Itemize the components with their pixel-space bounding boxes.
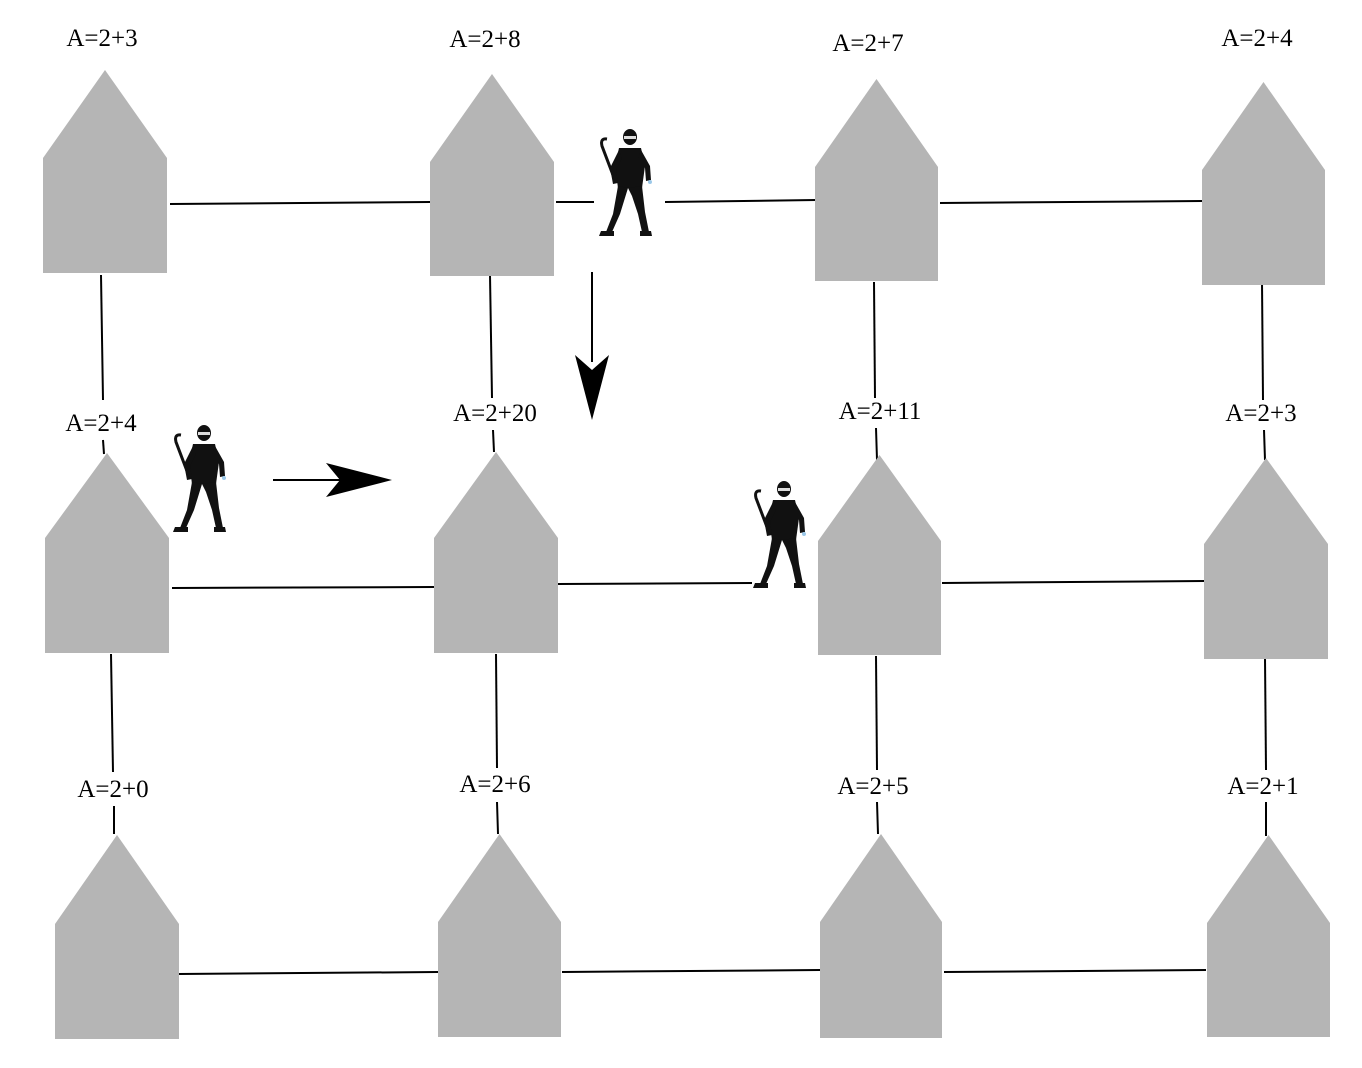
house-roof (820, 834, 942, 922)
house-body (438, 922, 561, 1037)
house-roof (1202, 82, 1325, 170)
edge (561, 969, 821, 973)
house-roof (430, 74, 554, 162)
edge (943, 969, 1207, 973)
label-r0c2: A=2+7 (832, 30, 903, 57)
house-roof (815, 79, 938, 167)
label-r0c0: A=2+3 (66, 25, 137, 52)
edge (171, 586, 435, 589)
house-icon (55, 835, 179, 1039)
burglar-icon (597, 127, 654, 238)
house-icon (434, 452, 558, 653)
house-roof (45, 453, 169, 538)
label-r2c3: A=2+1 (1227, 773, 1298, 800)
house-icon (818, 455, 941, 655)
house-icon (1207, 835, 1330, 1037)
house-body (43, 158, 167, 273)
house-roof (818, 455, 941, 541)
house-icon (815, 79, 938, 281)
edge (489, 274, 493, 399)
edge (496, 801, 499, 835)
house-body (45, 538, 169, 653)
burglar-icon (171, 423, 228, 534)
house-body (55, 924, 179, 1039)
house-body (1202, 170, 1325, 285)
edge (495, 653, 498, 769)
house-body (818, 541, 941, 655)
house-roof (55, 835, 179, 924)
edge (1263, 429, 1266, 461)
label-r1c0: A=2+4 (65, 410, 137, 437)
house-body (434, 538, 558, 653)
house-body (815, 167, 938, 281)
house-body (820, 922, 942, 1038)
edge (1261, 281, 1264, 401)
label-r2c2: A=2+5 (837, 773, 908, 800)
house-body (430, 162, 554, 276)
edge (492, 429, 495, 453)
burglar-icon (751, 479, 808, 590)
label-r2c0: A=2+0 (77, 776, 148, 803)
houses (43, 70, 1330, 1039)
label-r0c1: A=2+8 (449, 26, 520, 53)
edge (876, 801, 879, 835)
right-arrow-icon (273, 463, 392, 497)
edge (169, 201, 431, 205)
label-r1c3: A=2+3 (1225, 400, 1296, 427)
edge (873, 281, 876, 399)
label-r2c1: A=2+6 (459, 771, 530, 798)
edge (557, 582, 753, 585)
house-icon (43, 70, 167, 273)
house-roof (438, 834, 561, 922)
label-r1c1: A=2+20 (453, 400, 537, 427)
house-body (1207, 923, 1330, 1037)
house-roof (1207, 835, 1330, 923)
edge (177, 971, 439, 975)
house-roof (434, 452, 558, 538)
house-icon (430, 74, 554, 276)
connections (100, 199, 1267, 975)
label-r1c2: A=2+11 (839, 398, 922, 425)
edge (875, 655, 878, 771)
house-icon (438, 834, 561, 1037)
label-r0c3: A=2+4 (1221, 25, 1293, 52)
edge (939, 200, 1203, 204)
down-arrow-icon (575, 272, 609, 420)
edge (941, 580, 1205, 584)
house-icon (820, 834, 942, 1038)
edge (664, 199, 817, 203)
edge (110, 653, 114, 773)
edge (100, 274, 104, 401)
house-body (1204, 544, 1328, 659)
house-roof (1204, 458, 1328, 544)
edge (875, 427, 878, 461)
house-icon (1202, 82, 1325, 285)
house-labels: A=2+3 A=2+8 A=2+7 A=2+4 A=2+4 A=2+20 A=2… (65, 25, 1298, 803)
edge (1264, 657, 1267, 771)
house-icon (45, 453, 169, 653)
edge (102, 439, 105, 455)
house-roof (43, 70, 167, 158)
house-icon (1204, 458, 1328, 659)
